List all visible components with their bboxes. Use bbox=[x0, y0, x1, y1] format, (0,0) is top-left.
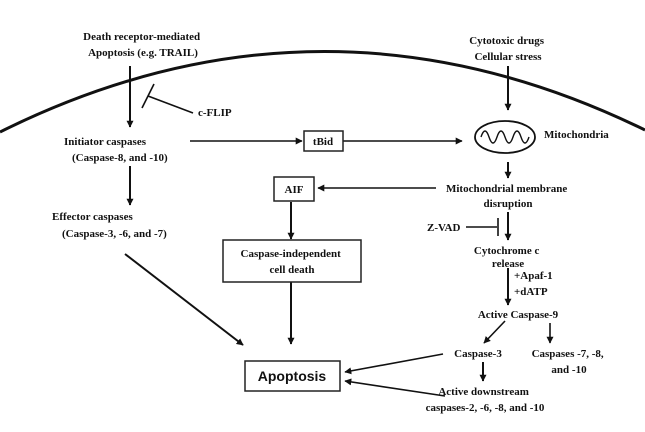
caspase-independent-label: Caspase-independent cell death bbox=[241, 248, 344, 276]
effector-line-2: (Caspase-3, -6, and -7) bbox=[62, 228, 167, 240]
effector-caspases-label: Effector caspases (Caspase-3, -6, and -7… bbox=[52, 211, 167, 240]
tbid-box bbox=[303, 130, 344, 152]
death-receptor-line-2: Apoptosis (e.g. TRAIL) bbox=[88, 47, 198, 59]
initiator-caspases-label: Initiator caspases (Caspase-8, and -10) bbox=[64, 136, 168, 164]
caspases-7-8-10-line-1: Caspases -7, -8, bbox=[532, 348, 604, 360]
mitochondria-label: Mitochondria bbox=[544, 129, 609, 141]
mito-disruption-label: Mitochondrial membrane disruption bbox=[446, 183, 570, 210]
cytochrome-line-1: Cytochrome c bbox=[474, 245, 540, 257]
downstream-caspases-label: Active downstream caspases-2, -6, -8, an… bbox=[426, 386, 545, 414]
caspase-independent-line-2: cell death bbox=[270, 264, 315, 276]
caspases-7-8-10-line-2: and -10 bbox=[551, 364, 587, 376]
caspase-independent-line-1: Caspase-independent bbox=[241, 248, 342, 260]
cytotoxic-line-1: Cytotoxic drugs bbox=[469, 35, 545, 47]
c-flip-label: c-FLIP bbox=[198, 107, 232, 119]
arrow-caspase3-to-apoptosis bbox=[344, 353, 444, 375]
caspases-7-8-10-label: Caspases -7, -8, and -10 bbox=[532, 348, 607, 376]
arrow-downstream-to-apoptosis bbox=[344, 378, 446, 397]
tbid-label: tBid bbox=[313, 136, 333, 148]
active-caspase-9-label: Active Caspase-9 bbox=[478, 309, 559, 321]
mito-disruption-line-1: Mitochondrial membrane bbox=[446, 183, 567, 195]
downstream-line-1: Active downstream bbox=[438, 386, 529, 398]
caspase-independent-box bbox=[222, 239, 362, 283]
cell-membrane-arc bbox=[0, 50, 645, 134]
arrow-effector-to-apoptosis bbox=[124, 253, 244, 346]
apaf-line-1: +Apaf-1 bbox=[514, 270, 553, 282]
effector-line-1: Effector caspases bbox=[52, 211, 133, 223]
downstream-line-2: caspases-2, -6, -8, and -10 bbox=[426, 402, 545, 414]
arrow-caspase9-to-caspase3 bbox=[483, 320, 506, 344]
apoptosis-label: Apoptosis bbox=[258, 368, 327, 384]
death-receptor-line-1: Death receptor-mediated bbox=[83, 31, 200, 43]
zvad-label: Z-VAD bbox=[427, 222, 460, 234]
caspase-3-label: Caspase-3 bbox=[454, 348, 502, 360]
mito-disruption-line-2: disruption bbox=[484, 198, 533, 210]
cflip-inhibition-line bbox=[147, 95, 194, 114]
cytotoxic-label: Cytotoxic drugs Cellular stress bbox=[469, 35, 547, 63]
cytochrome-line-2: release bbox=[492, 258, 524, 270]
mitochondria-icon bbox=[474, 120, 536, 154]
aif-box bbox=[273, 176, 315, 202]
cytochrome-label: Cytochrome c release bbox=[474, 245, 542, 270]
cytotoxic-line-2: Cellular stress bbox=[474, 51, 542, 63]
initiator-line-2: (Caspase-8, and -10) bbox=[72, 152, 168, 164]
apaf-label: +Apaf-1 +dATP bbox=[514, 270, 555, 298]
apaf-line-2: +dATP bbox=[514, 286, 548, 298]
death-receptor-label: Death receptor-mediated Apoptosis (e.g. … bbox=[83, 31, 203, 59]
initiator-line-1: Initiator caspases bbox=[64, 136, 147, 148]
aif-label: AIF bbox=[285, 184, 304, 196]
cflip-inhibition-bar bbox=[141, 83, 155, 109]
apoptosis-box bbox=[244, 360, 341, 392]
